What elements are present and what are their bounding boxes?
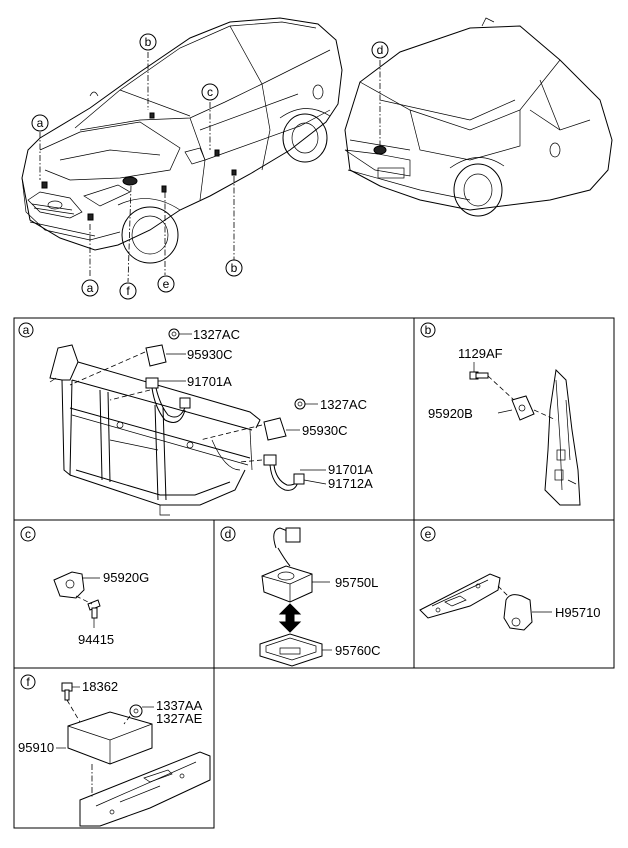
- side-sensor-95920G[interactable]: [53, 571, 85, 599]
- svg-text:b: b: [231, 261, 238, 275]
- label-1129AF: 1129AF: [458, 346, 503, 361]
- bolt-94415[interactable]: [87, 599, 101, 619]
- connector-upper[interactable]: [145, 377, 159, 389]
- rear-car-illustration: [344, 17, 613, 217]
- panel-c: c 95920G 94415: [20, 526, 149, 647]
- callout-b-bottom[interactable]: b: [225, 259, 243, 277]
- label-95920B: 95920B: [428, 406, 473, 421]
- crash-sensor-upper[interactable]: [145, 344, 167, 367]
- label-1337AA: 1337AA: [156, 698, 203, 713]
- panel-f-letter: f: [20, 674, 36, 690]
- label-95910: 95910: [18, 740, 54, 755]
- panel-grid: [13, 317, 615, 829]
- front-car-illustration: [21, 17, 343, 283]
- callout-e[interactable]: e: [157, 275, 175, 293]
- svg-text:a: a: [87, 281, 94, 295]
- svg-text:e: e: [425, 527, 432, 541]
- label-1327AC-upper: 1327AC: [193, 327, 240, 342]
- radiator-support-frame: [49, 344, 261, 516]
- label-1327AC-lower: 1327AC: [320, 397, 367, 412]
- label-91701A-lower: 91701A: [328, 462, 373, 477]
- upper-sensor-group: [69, 328, 192, 423]
- svg-text:b: b: [425, 323, 432, 337]
- label-95920G: 95920G: [103, 570, 149, 585]
- panel-e: e H95710: [419, 526, 601, 631]
- srs-control-module-95910[interactable]: [67, 711, 153, 765]
- floor-panel-f: [79, 751, 211, 827]
- panel-a-letter: a: [18, 322, 34, 338]
- panel-c-letter: c: [20, 526, 36, 542]
- label-91712A: 91712A: [328, 476, 373, 491]
- crash-sensor-lower[interactable]: [263, 417, 287, 441]
- camera-connector[interactable]: [285, 527, 301, 543]
- label-H95710: H95710: [555, 605, 601, 620]
- bolt-1129AF[interactable]: [469, 371, 489, 380]
- callout-f[interactable]: f: [119, 282, 137, 300]
- bolt-18362[interactable]: [61, 682, 73, 701]
- label-95750L: 95750L: [335, 575, 378, 590]
- callout-d[interactable]: d: [371, 41, 389, 59]
- svg-text:e: e: [163, 277, 170, 291]
- nut-1337AA[interactable]: [129, 704, 143, 718]
- camera-bracket-95760C[interactable]: [259, 633, 323, 667]
- svg-text:a: a: [37, 116, 44, 130]
- lower-sensor-group: [199, 398, 327, 491]
- double-arrow: [278, 603, 302, 633]
- callout-c[interactable]: c: [201, 83, 219, 101]
- svg-text:c: c: [207, 85, 213, 99]
- nut-lower[interactable]: [294, 398, 306, 410]
- label-1327AE: 1327AE: [156, 711, 203, 726]
- body-panel-e: [419, 573, 501, 619]
- label-95930C-lower: 95930C: [302, 423, 348, 438]
- rear-camera-95750L[interactable]: [261, 565, 313, 603]
- nut-upper[interactable]: [168, 328, 180, 340]
- callout-a-upper[interactable]: a: [31, 114, 49, 132]
- panel-d: d 95750L 95760C: [220, 526, 381, 667]
- impact-sensor-H95710[interactable]: [503, 594, 533, 631]
- b-pillar: [544, 368, 581, 506]
- panel-d-letter: d: [220, 526, 236, 542]
- panel-b-letter: b: [420, 322, 436, 338]
- svg-text:b: b: [145, 35, 152, 49]
- svg-text:f: f: [26, 675, 30, 689]
- label-95760C: 95760C: [335, 643, 381, 658]
- panel-b: b 1129AF 95920B: [420, 322, 581, 506]
- svg-text:d: d: [225, 527, 232, 541]
- panel-e-letter: e: [420, 526, 436, 542]
- label-95930C-upper: 95930C: [187, 347, 233, 362]
- svg-text:f: f: [126, 284, 130, 298]
- label-91701A-upper: 91701A: [187, 374, 232, 389]
- label-94415: 94415: [78, 632, 114, 647]
- side-sensor-95920B[interactable]: [511, 395, 535, 421]
- callout-b-top[interactable]: b: [139, 33, 157, 51]
- callout-a-lower[interactable]: a: [81, 279, 99, 297]
- overview-callout-letters: b a c d a f e b: [31, 33, 389, 300]
- svg-text:a: a: [23, 323, 30, 337]
- svg-text:d: d: [377, 43, 384, 57]
- svg-text:c: c: [25, 527, 31, 541]
- label-18362: 18362: [82, 679, 118, 694]
- panel-a: a: [18, 322, 373, 516]
- connector-lower[interactable]: [263, 454, 277, 466]
- panel-f: f 18362 1337AA 1327AE 95910: [18, 674, 211, 827]
